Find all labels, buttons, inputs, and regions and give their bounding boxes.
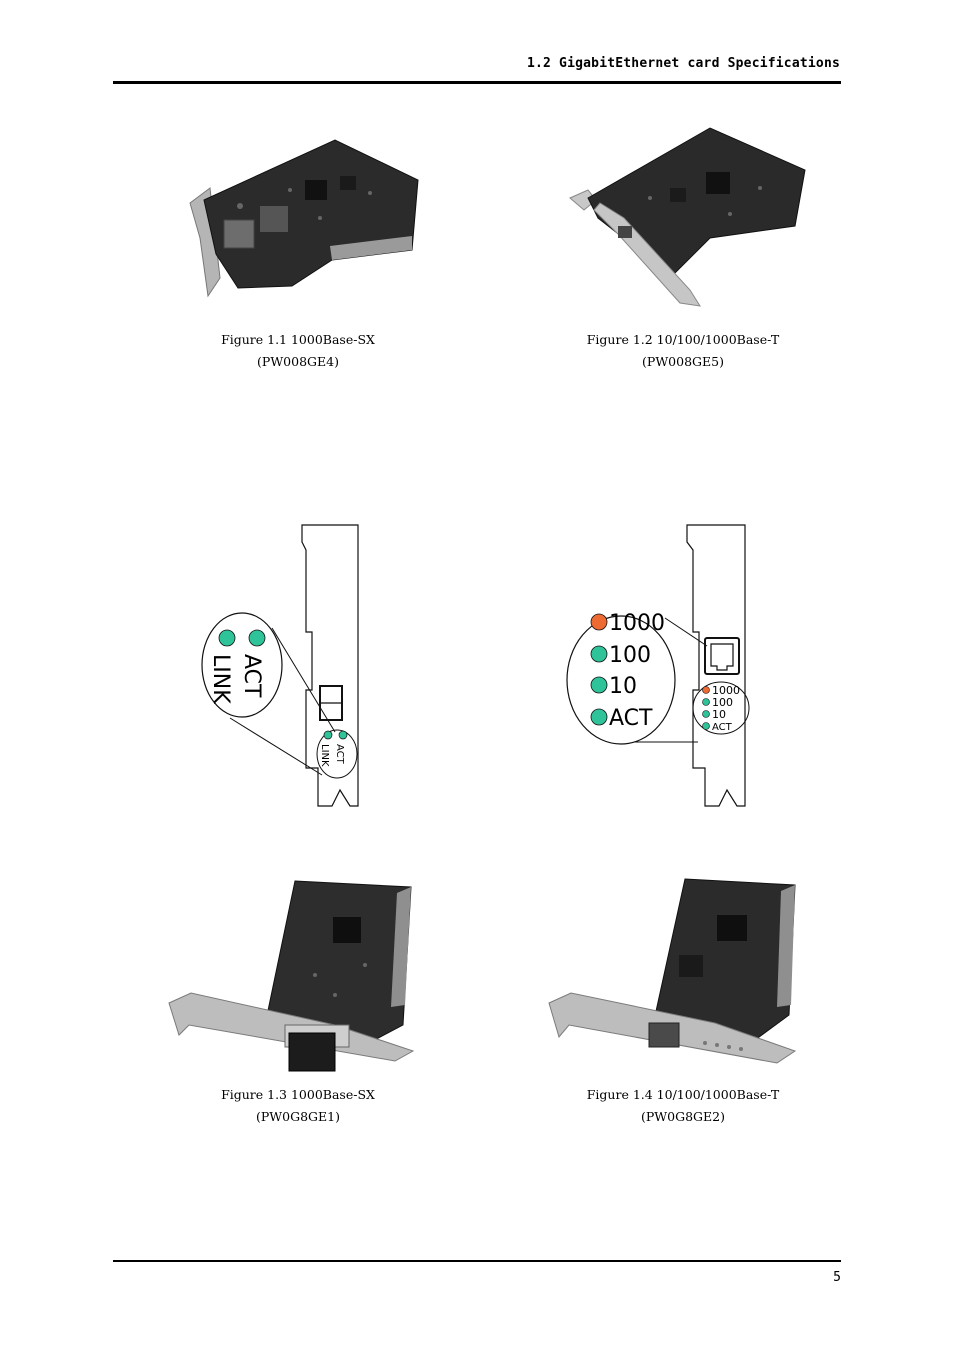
bracket-diagram-sx: ACT LINK ACT LINK	[201, 524, 359, 807]
small-1000-label: 1000	[712, 684, 740, 697]
caption-model: (PW0G8GE2)	[641, 1109, 725, 1124]
caption-title: Figure 1.4 10/100/1000Base-T	[586, 1087, 780, 1102]
caption-figure-1-3: Figure 1.3 1000Base-SX (PW0G8GE1)	[148, 1084, 448, 1128]
large-act-label: ACT	[609, 706, 653, 731]
footer-rule	[113, 1260, 841, 1262]
small-link-label: LINK	[319, 744, 330, 767]
bracket-diagram-t: 1000 100 10 ACT 1000 100 10 ACT	[566, 524, 750, 807]
nic-photo-pw008ge4	[189, 139, 419, 298]
caption-title: Figure 1.2 10/100/1000Base-T	[586, 332, 780, 347]
small-act-label: ACT	[334, 744, 345, 765]
caption-title: Figure 1.3 1000Base-SX	[221, 1087, 375, 1102]
small-act-label: ACT	[712, 722, 733, 733]
caption-model: (PW0G8GE1)	[256, 1109, 340, 1124]
page-header-title: 1.2 GigabitEthernet card Specifications	[526, 56, 840, 71]
nic-photo-pw0g8ge1	[168, 880, 415, 1072]
large-link-label: LINK	[208, 654, 233, 704]
page-number: 5	[833, 1270, 841, 1285]
nic-photo-pw0g8ge2	[548, 878, 797, 1064]
caption-title: Figure 1.1 1000Base-SX	[221, 332, 375, 347]
caption-figure-1-2: Figure 1.2 10/100/1000Base-T (PW008GE5)	[533, 329, 833, 373]
large-100-label: 100	[609, 643, 651, 668]
small-100-label: 100	[712, 696, 733, 709]
caption-figure-1-1: Figure 1.1 1000Base-SX (PW008GE4)	[148, 329, 448, 373]
large-1000-label: 1000	[609, 611, 665, 636]
caption-figure-1-4: Figure 1.4 10/100/1000Base-T (PW0G8GE2)	[533, 1084, 833, 1128]
small-10-label: 10	[712, 708, 726, 721]
large-act-label: ACT	[239, 654, 264, 698]
large-10-label: 10	[609, 674, 637, 699]
header-rule	[113, 81, 841, 84]
caption-model: (PW008GE5)	[642, 354, 724, 369]
nic-photo-pw008ge5	[569, 127, 806, 307]
caption-model: (PW008GE4)	[257, 354, 339, 369]
